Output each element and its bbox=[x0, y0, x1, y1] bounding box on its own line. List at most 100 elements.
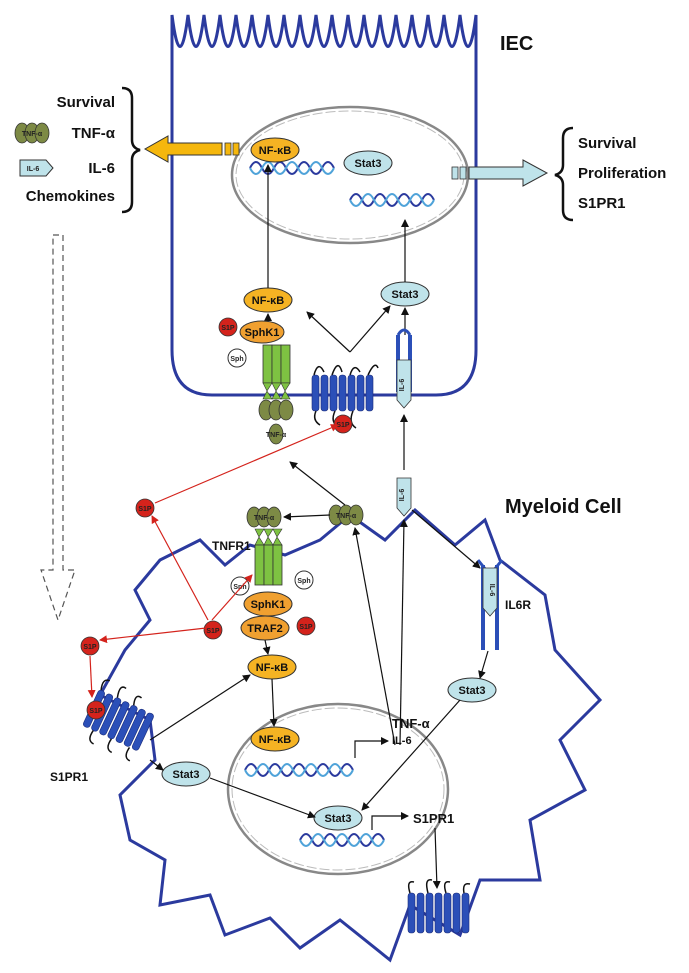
myeloid-dna-nfkb bbox=[244, 763, 354, 777]
iec-nucleus-inner bbox=[235, 110, 465, 240]
myeloid-stat3-right: Stat3 bbox=[447, 677, 497, 703]
svg-text:TNF-α: TNF-α bbox=[254, 515, 275, 522]
gene-s1pr1-label: S1PR1 bbox=[413, 811, 454, 826]
myeloid-membrane bbox=[97, 507, 603, 963]
tnf-trimer-icon: TNF-α bbox=[14, 122, 50, 144]
iec-dna-stat3 bbox=[349, 193, 435, 207]
myeloid-tnf-trimer: TNF-α bbox=[246, 506, 282, 528]
myeloid-s1pr1-left bbox=[83, 679, 154, 762]
svg-text:IL-6: IL-6 bbox=[399, 379, 406, 392]
svg-text:Stat3: Stat3 bbox=[173, 769, 200, 781]
svg-text:NF-κB: NF-κB bbox=[252, 295, 284, 307]
svg-text:TNF-α: TNF-α bbox=[266, 432, 287, 439]
myeloid-s1p-right: S1P bbox=[296, 616, 316, 636]
svg-text:S1P: S1P bbox=[89, 708, 103, 715]
svg-text:Sph: Sph bbox=[230, 356, 243, 363]
svg-text:IL-6: IL-6 bbox=[27, 166, 40, 173]
myeloid-cyto-nfkb: NF-κB bbox=[247, 654, 297, 680]
left-il6-label: IL-6 bbox=[88, 160, 115, 177]
svg-text:NF-κB: NF-κB bbox=[259, 734, 291, 746]
myeloid-nucleus-nfkb: NF-κB bbox=[250, 726, 300, 752]
myeloid-s1pr1-bottom bbox=[407, 879, 471, 934]
svg-text:IL-6: IL-6 bbox=[488, 584, 495, 597]
svg-text:S1P: S1P bbox=[336, 422, 350, 429]
proliferation-output-arrow bbox=[451, 159, 549, 187]
iec-s1pr1 bbox=[311, 364, 379, 429]
iec-dna-nfkb bbox=[249, 161, 335, 175]
right-brace bbox=[554, 126, 574, 222]
myeloid-nucleus bbox=[226, 702, 450, 876]
right-survival-label: Survival bbox=[578, 135, 636, 152]
right-proliferation-label: Proliferation bbox=[578, 165, 666, 182]
svg-text:S1P: S1P bbox=[206, 628, 220, 635]
svg-text:NF-κB: NF-κB bbox=[256, 662, 288, 674]
svg-text:TNF-α: TNF-α bbox=[336, 513, 357, 520]
dashed-down-arrow bbox=[40, 234, 76, 622]
s1p-released-1: S1P bbox=[135, 498, 155, 518]
iec-tnf-trimer: TNF-α bbox=[258, 399, 294, 445]
svg-text:Stat3: Stat3 bbox=[392, 289, 419, 301]
myeloid-nucleus-stat3: Stat3 bbox=[313, 805, 363, 831]
left-survival-label: Survival bbox=[57, 94, 115, 111]
svg-text:Sph: Sph bbox=[297, 578, 310, 585]
myeloid-il6r: IL-6 bbox=[476, 559, 504, 650]
myeloid-label: Myeloid Cell bbox=[505, 496, 622, 518]
black-signal-arrows bbox=[149, 414, 489, 889]
iec-label: IEC bbox=[500, 33, 533, 55]
iec-membrane bbox=[170, 14, 478, 397]
iec-sphk1: SphK1 bbox=[239, 320, 285, 344]
svg-text:NF-κB: NF-κB bbox=[259, 145, 291, 157]
iec-nucleus-stat3: Stat3 bbox=[343, 150, 393, 176]
svg-text:S1P: S1P bbox=[138, 506, 152, 513]
iec-tnfr1 bbox=[262, 344, 291, 400]
gene-s1pr1-arrow bbox=[371, 812, 409, 830]
gene-il6-label: IL-6 bbox=[392, 735, 412, 747]
svg-text:S1P: S1P bbox=[221, 325, 235, 332]
iec-s1p-top: S1P bbox=[218, 317, 238, 337]
iec-s1p-bound: S1P bbox=[333, 414, 353, 434]
myeloid-s1pr1-s1p: S1P bbox=[86, 700, 106, 720]
svg-text:Stat3: Stat3 bbox=[355, 158, 382, 170]
left-chemokines-label: Chemokines bbox=[26, 188, 115, 205]
svg-text:TRAF2: TRAF2 bbox=[247, 623, 282, 635]
iec-sph: Sph bbox=[227, 348, 247, 368]
svg-text:IL-6: IL-6 bbox=[399, 489, 406, 502]
svg-text:TNF-α: TNF-α bbox=[22, 131, 43, 138]
svg-text:Stat3: Stat3 bbox=[459, 685, 486, 697]
iec-cyto-nfkb: NF-κB bbox=[243, 287, 293, 313]
iec-il6-receptor: IL-6 bbox=[396, 328, 412, 409]
svg-text:S1P: S1P bbox=[83, 644, 97, 651]
myeloid-sphk1: SphK1 bbox=[243, 591, 293, 617]
myeloid-s1p-left: S1P bbox=[203, 620, 223, 640]
tnfr1-label: TNFR1 bbox=[212, 539, 251, 553]
myeloid-tnfr1 bbox=[254, 528, 283, 586]
released-tnf-trimer: TNF-α bbox=[328, 504, 364, 526]
myeloid-stat3-left: Stat3 bbox=[161, 761, 211, 787]
left-tnf-label: TNF-α bbox=[72, 125, 116, 142]
myeloid-nucleus-inner bbox=[231, 707, 445, 871]
myeloid-dna-stat3 bbox=[299, 833, 385, 847]
released-il6: IL-6 bbox=[396, 477, 412, 517]
iec-nucleus bbox=[230, 105, 470, 245]
survival-output-arrow bbox=[143, 135, 240, 163]
s1p-released-2: S1P bbox=[80, 636, 100, 656]
svg-text:Stat3: Stat3 bbox=[325, 813, 352, 825]
svg-text:SphK1: SphK1 bbox=[251, 599, 286, 611]
svg-text:Sph: Sph bbox=[233, 584, 246, 591]
iec-nucleus-nfkb: NF-κB bbox=[250, 137, 300, 163]
s1pr1-left-label: S1PR1 bbox=[50, 770, 88, 784]
left-brace bbox=[121, 86, 141, 214]
red-s1p-arrows bbox=[87, 424, 339, 698]
il6r-label: IL6R bbox=[505, 598, 531, 612]
il6-pentagon-icon: IL-6 bbox=[19, 159, 54, 177]
myeloid-sph-right: Sph bbox=[294, 570, 314, 590]
right-s1pr1-label: S1PR1 bbox=[578, 195, 626, 212]
gene-tnf-arrow bbox=[354, 737, 389, 758]
gene-tnf-label: TNF-α bbox=[392, 716, 430, 731]
iec-signal-arrows bbox=[264, 164, 409, 353]
myeloid-traf2: TRAF2 bbox=[240, 615, 290, 641]
svg-text:SphK1: SphK1 bbox=[245, 327, 280, 339]
svg-text:S1P: S1P bbox=[299, 624, 313, 631]
